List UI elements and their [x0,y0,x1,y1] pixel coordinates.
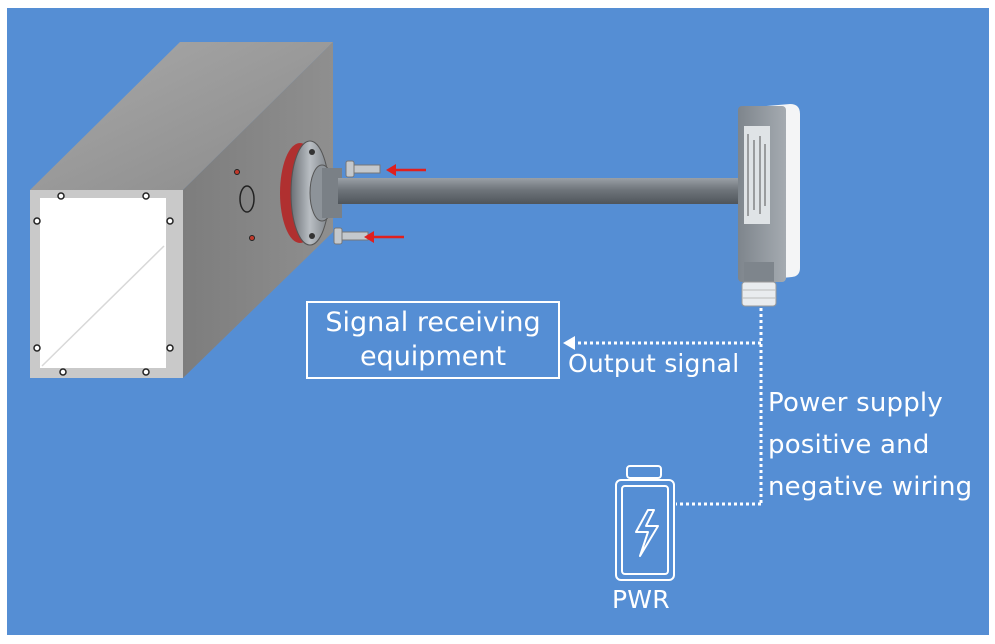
air-duct [30,42,333,378]
receiver-label-line2: equipment [359,341,507,372]
wiring-lines [572,308,763,506]
power-label-line3: negative wiring [768,472,973,502]
output-arrowhead [563,336,575,350]
sensor-housing [738,104,800,307]
pwr-label: PWR [612,585,670,614]
output-signal-label: Output signal [568,349,740,378]
battery-icon [615,465,675,581]
receiver-label-line1: Signal receiving [325,307,541,338]
power-label-line2: positive and [768,430,930,460]
power-supply-label: Power supply positive and negative wirin… [768,382,988,508]
mounting-screws [333,160,381,245]
signal-receiving-equipment-box: Signal receiving equipment [306,301,560,379]
sensor-probe-rod [338,178,748,204]
power-label-line1: Power supply [768,388,943,418]
installation-arrows [364,164,426,243]
mounting-flange [280,140,342,246]
